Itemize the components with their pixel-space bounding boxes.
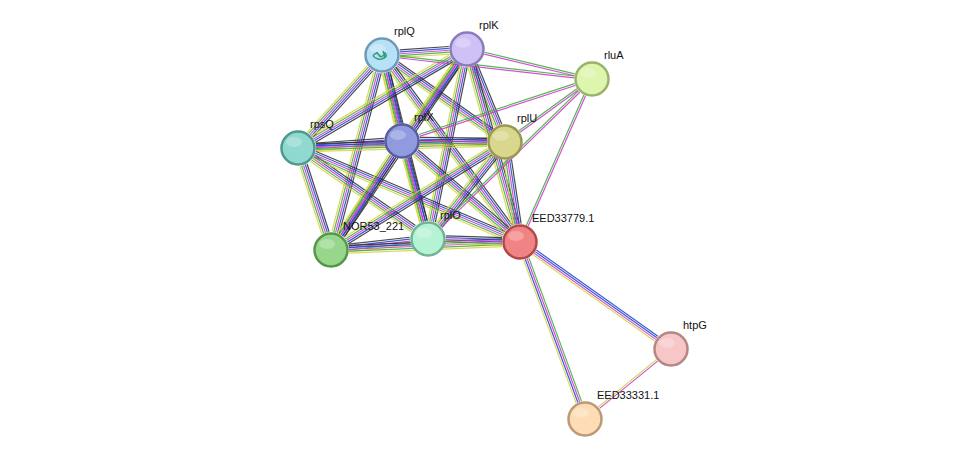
node-circle	[502, 224, 538, 260]
node-circle	[313, 232, 349, 268]
node-label: rplU	[517, 112, 537, 125]
protein-node: rluA	[574, 61, 610, 97]
interaction-edge	[300, 164, 329, 234]
interaction-edge	[400, 46, 450, 57]
protein-node: htpG	[653, 331, 689, 367]
interaction-edge	[338, 62, 460, 237]
node-label: rplQ	[394, 25, 415, 38]
node-label: rluA	[604, 49, 624, 62]
node-label: EED33331.1	[597, 389, 659, 402]
node-circle	[364, 37, 400, 73]
node-circle	[280, 130, 316, 166]
node-label: htpG	[683, 319, 707, 332]
node-circle	[384, 123, 420, 159]
protein-node: NOR53_221	[313, 232, 349, 268]
node-label: rplK	[479, 19, 499, 32]
node-circle	[653, 331, 689, 367]
node-label: NOR53_221	[343, 220, 404, 233]
protein-node: rplX	[384, 123, 420, 159]
interaction-edge	[420, 137, 487, 145]
interaction-edge	[413, 150, 509, 233]
interaction-edge	[440, 91, 580, 227]
protein-node: rplQ	[364, 37, 400, 73]
protein-node: rplO	[410, 221, 446, 257]
node-label: rplX	[414, 111, 434, 124]
node-circle	[487, 124, 523, 160]
node-label: rplO	[440, 209, 461, 222]
protein-node: EED33331.1	[567, 401, 603, 437]
node-circle	[574, 61, 610, 97]
interaction-edge	[436, 154, 497, 228]
interaction-edge	[504, 159, 521, 225]
interaction-edge	[446, 236, 502, 245]
protein-node: rpsQ	[280, 130, 316, 166]
node-circle	[567, 401, 603, 437]
interaction-edge	[519, 89, 578, 132]
interaction-edge	[524, 258, 582, 403]
node-label: EED33779.1	[532, 212, 594, 225]
node-circle	[449, 31, 485, 67]
node-label: rpsQ	[310, 118, 334, 131]
interaction-edge	[484, 52, 574, 75]
protein-node: EED33779.1	[502, 224, 538, 260]
interaction-edge	[598, 360, 657, 409]
protein-node: rplK	[449, 31, 485, 67]
protein-node: rplU	[487, 124, 523, 160]
node-circle	[410, 221, 446, 257]
